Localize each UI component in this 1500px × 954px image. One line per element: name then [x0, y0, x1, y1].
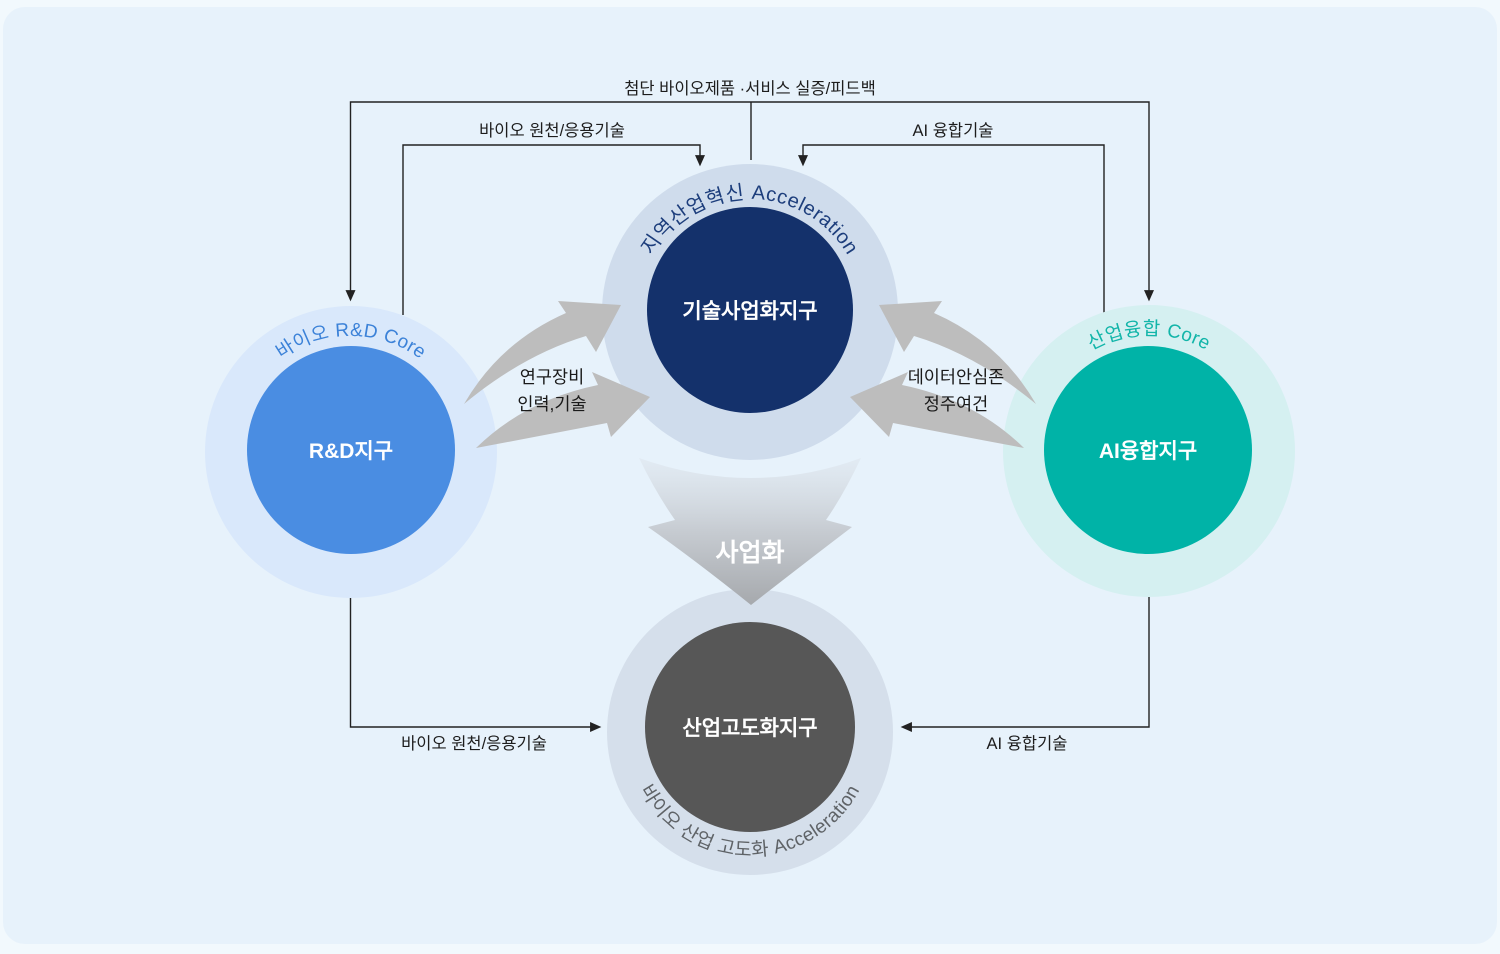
- node-rnd-circle: [247, 346, 455, 554]
- label-ai-tech-bottom: AI 융합기술: [987, 734, 1068, 753]
- connector-bio-tech-top: [402, 144, 705, 315]
- node-rnd-label: R&D지구: [309, 440, 393, 463]
- connector-bio-tech-bottom: [349, 598, 602, 732]
- node-tech: 기술사업화지구 지역산업혁신 Acceleration: [602, 164, 898, 460]
- arrow-rnd-to-tech-lower: [476, 372, 650, 448]
- arrow-ai-to-tech-lower: [850, 372, 1024, 448]
- node-rnd: R&D지구 바이오 R&D Core: [205, 306, 497, 598]
- diagram-panel: [3, 7, 1497, 944]
- label-exchange-left-line1: 연구장비: [520, 367, 584, 387]
- node-tech-label: 기술사업화지구: [682, 300, 817, 323]
- label-top-feedback: 첨단 바이오제품 ·서비스 실증/피드백: [624, 79, 876, 98]
- arrows-rnd-to-tech: [464, 301, 650, 448]
- label-commercialization: 사업화: [715, 539, 784, 567]
- connector-ai-tech-bottom: [900, 597, 1150, 732]
- node-industry-circle: [645, 622, 855, 832]
- node-ai: AI융합지구 산업융합 Core: [1003, 305, 1295, 597]
- connector-top-feedback: [345, 101, 1154, 302]
- arrows-ai-to-tech: [850, 301, 1036, 448]
- label-ai-tech-top: AI 융합기술: [913, 121, 994, 140]
- label-exchange-right-line1: 데이터안심존: [908, 367, 1005, 387]
- node-industry-label: 산업고도화지구: [682, 717, 817, 740]
- node-ai-circle: [1044, 346, 1252, 554]
- arrow-rnd-to-tech-upper: [464, 301, 621, 404]
- label-exchange-right-line2: 정주여건: [924, 394, 988, 414]
- node-ai-label: AI융합지구: [1099, 440, 1197, 463]
- commercialization-down-arrow: [639, 458, 861, 605]
- arrow-ai-to-tech-upper: [879, 301, 1036, 404]
- label-exchange-left-line2: 인력,기술: [517, 394, 586, 414]
- node-tech-circle: [647, 207, 853, 413]
- connector-ai-tech-top: [798, 144, 1105, 313]
- node-industry: 산업고도화지구 바이오 산업 고도화 Acceleration: [607, 589, 893, 875]
- label-bio-tech-bottom: 바이오 원천/응용기술: [401, 734, 547, 753]
- label-bio-tech-top: 바이오 원천/응용기술: [479, 121, 625, 140]
